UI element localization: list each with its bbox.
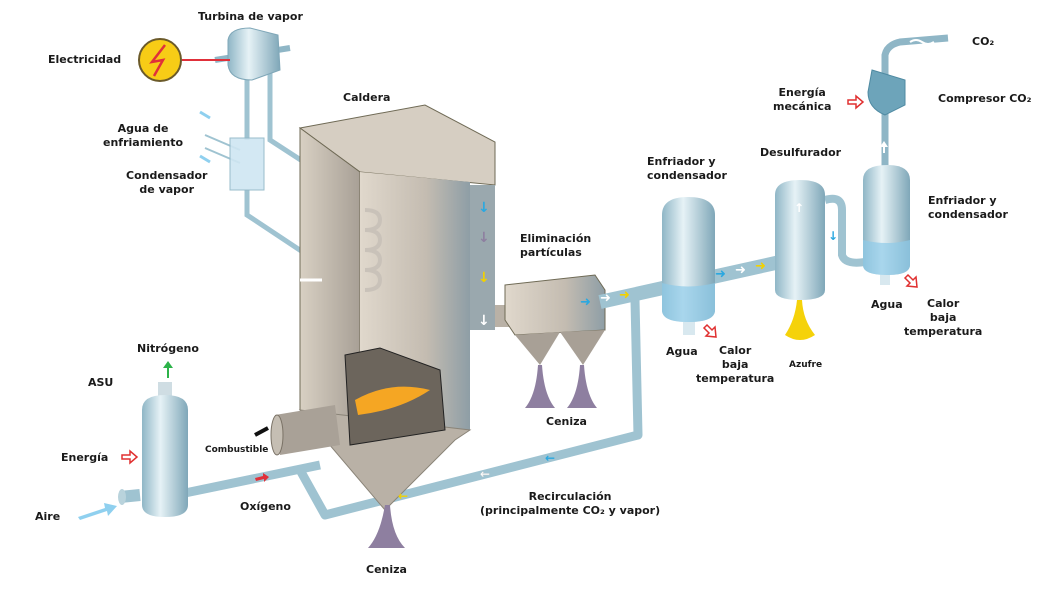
svg-text:←: ←	[480, 467, 490, 481]
heat-arrow-2	[903, 273, 918, 288]
svg-text:↓: ↓	[828, 229, 838, 243]
energy-arrows	[121, 94, 918, 465]
svg-text:➜: ➜	[755, 259, 766, 274]
nitrogen-arrow	[163, 361, 173, 378]
svg-text:➜: ➜	[715, 267, 726, 282]
label-calor-1: Calor baja temperatura	[696, 344, 775, 385]
oxygen-pipe	[184, 460, 321, 498]
boiler	[298, 104, 496, 511]
label-ceniza-1: Ceniza	[546, 415, 587, 428]
recirculation-pipe	[296, 299, 643, 520]
energy-arrow-asu	[121, 449, 139, 465]
label-agua-1: Agua	[666, 345, 698, 358]
label-condensador-vapor: Condensador de vapor	[126, 169, 208, 196]
desulfurizer: ↑ ↓	[775, 180, 866, 340]
svg-text:➜: ➜	[580, 295, 591, 310]
label-nitrogeno: Nitrógeno	[137, 342, 199, 355]
energy-arrow-compressor	[847, 94, 865, 110]
label-energia-mecanica: Energía mecánica	[773, 86, 832, 113]
label-aire: Aire	[35, 510, 61, 523]
cooling-water-arrows	[199, 110, 211, 164]
label-asu: ASU	[88, 376, 114, 389]
label-recirculacion: Recirculación (principalmente CO₂ y vapo…	[480, 490, 661, 517]
cooler-condenser-1	[662, 197, 715, 335]
particle-removal	[495, 274, 606, 408]
boiler-ash	[368, 505, 405, 548]
label-calor-2: Calor baja temperatura	[904, 297, 983, 338]
svg-text:↓: ↓	[478, 270, 490, 286]
label-enfriador-2: Enfriador y condensador	[928, 194, 1008, 221]
heat-arrow-1	[702, 323, 717, 338]
label-compresor: Compresor CO₂	[938, 92, 1032, 105]
gas-flow-arrows: ➜ ➜ ➜ ➜ ➜ ➜	[580, 259, 766, 310]
label-eliminacion: Eliminación partículas	[520, 232, 592, 259]
steam-condenser	[229, 137, 265, 191]
svg-text:➜: ➜	[735, 263, 746, 278]
label-combustible: Combustible	[205, 445, 269, 455]
svg-text:↑: ↑	[794, 201, 804, 215]
asu-unit	[118, 382, 188, 517]
svg-text:↓: ↓	[478, 200, 490, 216]
flue-flow-arrows: ↓ ↓ ↓ ↓	[478, 200, 490, 329]
steam-turbine	[214, 27, 291, 81]
label-turbina: Turbina de vapor	[198, 10, 303, 23]
label-oxigeno: Oxígeno	[240, 500, 291, 513]
svg-text:↓: ↓	[478, 230, 490, 246]
label-azufre: Azufre	[789, 360, 823, 370]
svg-text:➜: ➜	[600, 291, 611, 306]
label-co2: CO₂	[972, 35, 995, 48]
label-caldera: Caldera	[343, 91, 391, 104]
svg-text:↓: ↓	[478, 313, 490, 329]
label-energia: Energía	[61, 451, 109, 464]
label-agua-2: Agua	[871, 298, 903, 311]
label-ceniza-2: Ceniza	[366, 563, 407, 576]
recirculation-arrows: ← ← ←	[398, 451, 555, 503]
burner	[254, 405, 340, 456]
label-desulfurador: Desulfurador	[760, 146, 842, 159]
label-electricidad: Electricidad	[48, 53, 122, 66]
label-agua-enfriamiento: Agua de enfriamiento	[103, 122, 184, 149]
electricity-icon	[138, 38, 182, 82]
label-enfriador-1: Enfriador y condensador	[647, 155, 727, 182]
oxygen-arrow	[255, 473, 269, 482]
svg-text:←: ←	[398, 489, 408, 503]
air-arrow	[78, 503, 117, 520]
svg-text:➜: ➜	[619, 288, 630, 303]
co2-compressor	[867, 34, 949, 116]
svg-text:←: ←	[545, 451, 555, 465]
cooler-condenser-2	[863, 110, 910, 285]
